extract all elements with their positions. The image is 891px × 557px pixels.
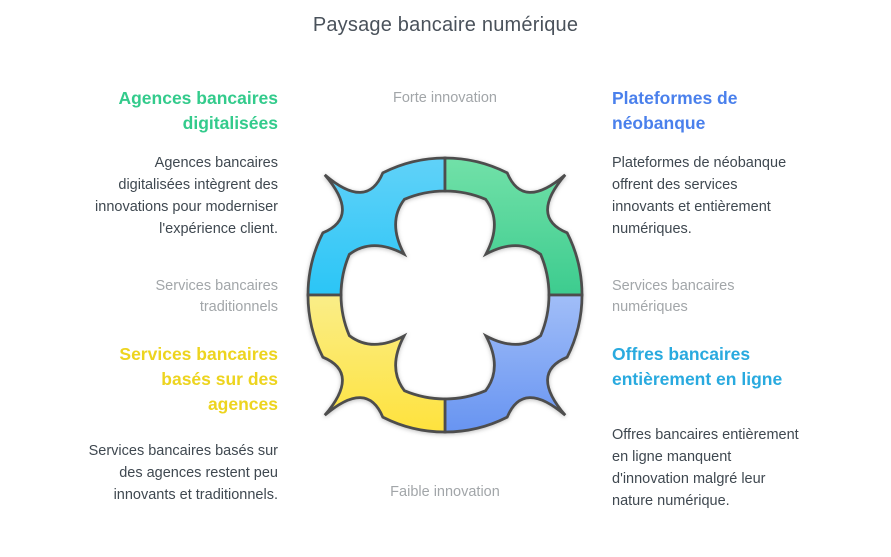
cycle-diagram-icon	[306, 156, 584, 434]
quadrant-description-bottom-left: Services bancaires basés sur des agences…	[88, 443, 278, 503]
quadrant-description-bottom-right: Offres bancaires entièrement en ligne ma…	[612, 427, 799, 509]
quadrant-description-top-right: Plateformes de néobanque offrent des ser…	[612, 155, 787, 237]
page-title: Paysage bancaire numérique	[312, 14, 579, 36]
quadrant-heading-top-left: Agences bancaires digitalisées	[118, 88, 278, 133]
axis-label-bottom: Faible innovation	[390, 484, 500, 500]
axis-label-top: Forte innovation	[393, 90, 497, 106]
axis-label-left: Services bancaires traditionnels	[155, 278, 279, 315]
axis-label-right: Services bancaires numériques	[612, 278, 735, 315]
quadrant-heading-bottom-right: Offres bancaires entièrement en ligne	[612, 344, 783, 389]
quadrant-heading-bottom-left: Services bancaires basés sur des agences	[119, 344, 278, 414]
segment-bottom-left-icon	[306, 293, 447, 434]
quadrant-heading-top-right: Plateformes de néobanque	[612, 88, 738, 133]
segment-top-left-icon	[306, 156, 447, 297]
segment-bottom-right-icon	[443, 293, 584, 434]
segment-top-right-icon	[443, 156, 584, 297]
quadrant-description-top-left: Agences bancaires digitalisées intègrent…	[95, 155, 278, 237]
